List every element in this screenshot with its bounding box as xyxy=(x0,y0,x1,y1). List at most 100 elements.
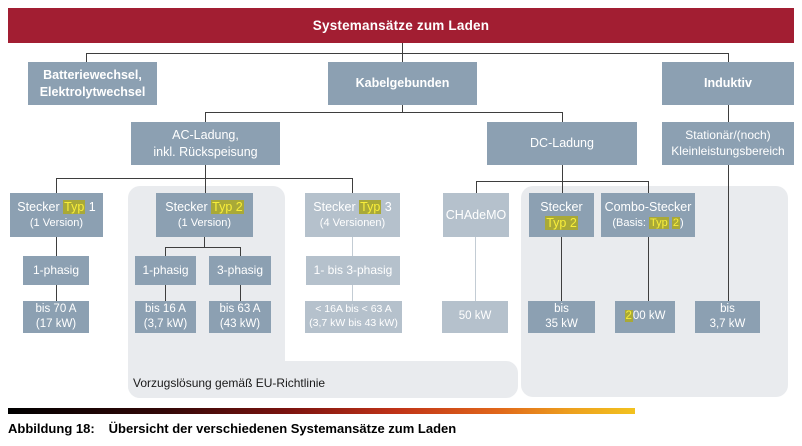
node-sublabel: (1 Version) xyxy=(29,216,84,229)
node-label: Stecker Typ 1 xyxy=(17,200,96,215)
node-combo-stecker: Combo-Stecker (Basis: Typ 2) xyxy=(601,193,695,237)
node-50kw: 50 kW xyxy=(442,301,508,333)
connector xyxy=(56,285,57,301)
connector xyxy=(165,247,166,256)
highlight: Typ 2 xyxy=(211,200,244,215)
connector xyxy=(728,53,729,62)
node-stecker-typ2-ac: Stecker Typ 2 (1 Version) xyxy=(156,193,253,237)
node-label: Kabelgebunden xyxy=(355,76,450,91)
node-label: 1-phasig xyxy=(142,262,189,277)
connector xyxy=(648,181,649,194)
node-chademo: CHAdeMO xyxy=(443,193,509,237)
connector xyxy=(728,105,729,122)
node-label: (43 kW) xyxy=(219,318,261,330)
node-label: 35 kW xyxy=(545,318,578,330)
node-label: inkl. Rückspeisung xyxy=(153,144,258,159)
node-label: Batteriewechsel, xyxy=(43,68,142,82)
node-label: bis xyxy=(554,302,569,315)
node-label: Stecker Typ 2 xyxy=(165,200,244,215)
figure-caption-number: Abbildung 18: xyxy=(8,421,95,436)
highlight: Typ xyxy=(63,200,86,215)
node-stecker-typ1: Stecker Typ 1 (1 Version) xyxy=(10,193,103,237)
node-label: Induktiv xyxy=(704,76,752,91)
connector xyxy=(204,237,205,247)
connector xyxy=(56,178,57,193)
connector xyxy=(205,165,206,193)
node-label: 1-phasig xyxy=(32,262,80,277)
node-label: Stecker xyxy=(540,199,583,214)
node-label: (3,7 kW bis 43 kW) xyxy=(309,317,398,329)
connector xyxy=(402,105,403,112)
panel-note: Vorzugslösung gemäß EU-Richtlinie xyxy=(133,376,326,390)
connector xyxy=(728,165,729,301)
node-kabelgebunden: Kabelgebunden xyxy=(328,62,477,105)
connector xyxy=(476,181,649,182)
connector xyxy=(476,181,477,194)
node-bis37kw: bis 3,7 kW xyxy=(695,301,760,333)
node-bis16a: bis 16 A (3,7 kW) xyxy=(135,301,196,333)
node-label: CHAdeMO xyxy=(445,207,507,222)
node-label: < 16A bis < 63 A xyxy=(315,303,392,316)
node-3phasig-typ2: 3-phasig xyxy=(209,256,271,285)
root-banner: Systemansätze zum Laden xyxy=(8,8,794,43)
connector xyxy=(86,53,87,62)
node-200kw: 200 kW xyxy=(615,301,675,333)
node-label: 1- bis 3-phasig xyxy=(313,262,393,277)
node-bis70a: bis 70 A (17 kW) xyxy=(23,301,89,333)
node-bis1663a: < 16A bis < 63 A (3,7 kW bis 43 kW) xyxy=(305,301,402,333)
connector xyxy=(86,53,729,54)
figure-caption: Abbildung 18: Übersicht der verschiedenen… xyxy=(8,421,456,436)
node-label: Kleinleistungsbereich xyxy=(671,143,785,158)
connector xyxy=(205,112,206,122)
node-label: Typ 2 xyxy=(545,215,578,232)
connector xyxy=(352,237,353,256)
node-label: 50 kW xyxy=(458,310,492,323)
node-ac-ladung: AC-Ladung, inkl. Rückspeisung xyxy=(131,122,280,165)
node-1phasig-typ1: 1-phasig xyxy=(23,256,89,285)
node-stecker-typ3: Stecker Typ 3 (4 Versionen) xyxy=(305,193,400,237)
eu-preferred-panel-strip xyxy=(128,361,518,398)
node-label: 200 kW xyxy=(624,310,666,323)
connector xyxy=(352,285,353,301)
node-label: (17 kW) xyxy=(35,318,77,330)
highlight: Typ xyxy=(359,200,382,215)
node-label: AC-Ladung, xyxy=(172,128,239,142)
node-stecker-typ2-dc: Stecker Typ 2 xyxy=(529,193,594,237)
node-dc-ladung: DC-Ladung xyxy=(487,122,637,165)
root-banner-title: Systemansätze zum Laden xyxy=(312,18,490,33)
node-sublabel: (4 Versionen) xyxy=(319,216,386,229)
node-bis63a: bis 63 A (43 kW) xyxy=(209,301,271,333)
node-batteriewechsel: Batteriewechsel, Elektrolytwechsel xyxy=(28,62,157,105)
connector xyxy=(402,43,403,62)
node-label: Stationär/(noch) xyxy=(685,127,771,142)
highlight: 2 xyxy=(671,216,680,229)
connector xyxy=(562,165,563,194)
node-label: 3-phasig xyxy=(216,262,264,277)
node-induktiv: Induktiv xyxy=(662,62,794,105)
node-sublabel: (Basis: Typ 2) xyxy=(612,216,684,229)
node-sublabel: (1 Version) xyxy=(177,216,232,229)
connector xyxy=(648,237,649,301)
node-label: bis 16 A xyxy=(145,302,186,315)
node-1phasig-typ2: 1-phasig xyxy=(135,256,196,285)
node-1bis3phasig-typ3: 1- bis 3-phasig xyxy=(306,256,400,285)
connector xyxy=(56,237,57,256)
node-label: Stecker Typ 3 xyxy=(313,200,392,215)
node-label: 3,7 kW xyxy=(709,318,746,330)
connector xyxy=(165,285,166,301)
node-label: (3,7 kW) xyxy=(143,318,188,330)
connector xyxy=(205,112,563,113)
highlight: Typ 2 xyxy=(545,216,578,230)
connector xyxy=(562,112,563,122)
node-bis35kw: bis 35 kW xyxy=(528,301,595,333)
highlight: Typ xyxy=(649,216,669,229)
connector xyxy=(56,178,353,179)
node-label: bis 70 A xyxy=(35,302,77,315)
figure-caption-text: Übersicht der verschiedenen Systemansätz… xyxy=(108,421,457,436)
connector xyxy=(240,285,241,301)
connector xyxy=(561,237,562,301)
connector xyxy=(240,247,241,256)
node-label: DC-Ladung xyxy=(530,136,594,151)
node-stationaer: Stationär/(noch) Kleinleistungsbereich xyxy=(662,122,794,165)
